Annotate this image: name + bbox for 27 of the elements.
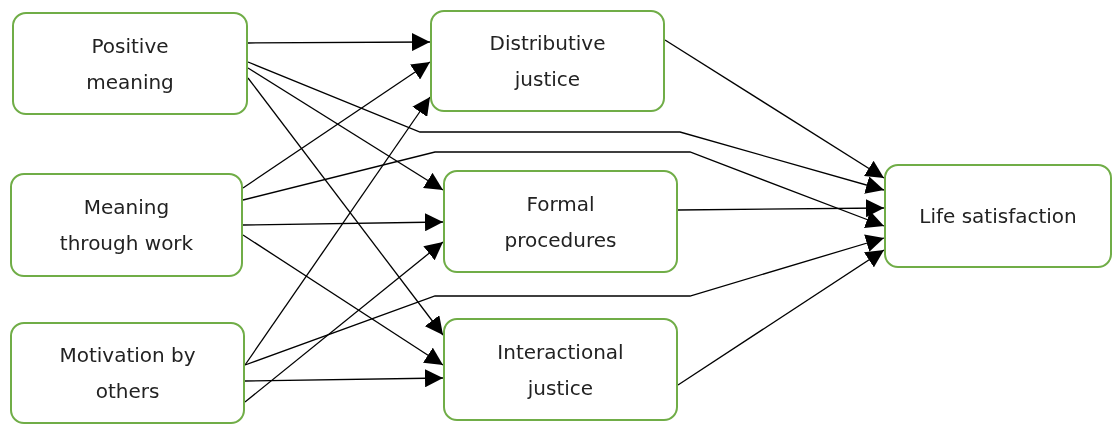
arrow [664,39,885,179]
arrow [244,234,885,366]
arrow [247,61,885,194]
node-label: Motivation by others [58,342,197,405]
rounded-box [443,318,678,421]
arrow [244,369,444,388]
arrow [244,241,444,403]
node-label: Formal procedures [503,190,618,254]
rounded-box [12,12,248,115]
node-label: Positive meaning [85,32,175,96]
rounded-box [884,164,1112,268]
node-label: Interactional justice [496,338,625,402]
node-label: Meaning through work [58,194,195,257]
arrow [247,77,444,336]
node-label: Distributive justice [488,30,607,93]
rounded-box [443,170,678,273]
arrow [677,249,885,386]
arrow [242,234,444,366]
arrow [242,213,444,232]
arrow [247,33,431,52]
rounded-box [10,173,243,277]
arrow [677,199,885,218]
rounded-box [10,322,245,424]
node-label: Life satisfaction [919,203,1077,230]
rounded-box [430,10,665,112]
arrow [242,151,885,228]
arrow [244,96,431,366]
